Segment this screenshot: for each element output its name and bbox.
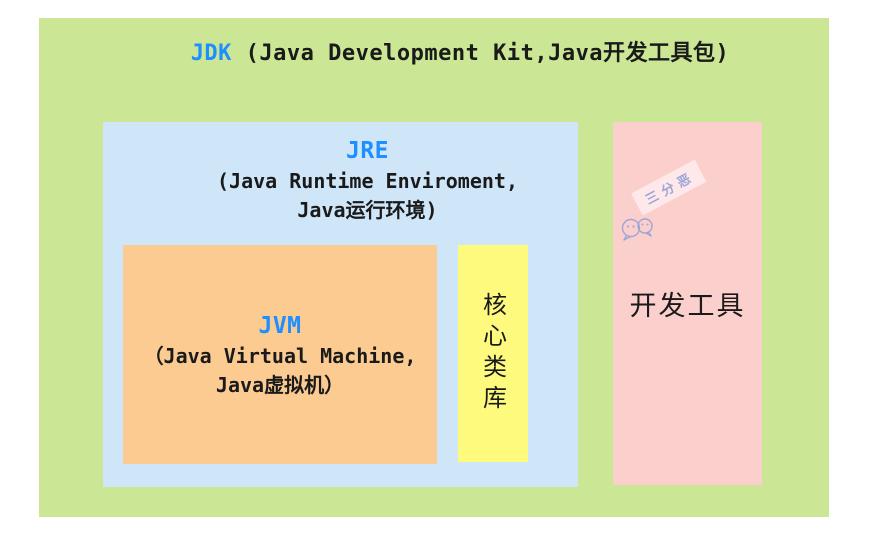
dev-tools-label: 开发工具	[629, 291, 746, 322]
jre-label: JRE	[345, 138, 390, 164]
jvm-subtitle-line1: （Java Virtual Machine,	[143, 343, 417, 368]
jvm-label: JVM	[258, 312, 302, 339]
jdk-title: JDK (Java Development Kit,Java开发工具包)	[39, 35, 829, 67]
jre-subtitle-line1: (Java Runtime Enviroment,	[216, 169, 519, 193]
watermark-text: 三分恶	[631, 159, 707, 216]
jdk-label: JDK	[190, 41, 232, 66]
jre-subtitle-line2: Java运行环境)	[297, 198, 438, 222]
jdk-subtitle: (Java Development Kit,Java开发工具包)	[231, 41, 730, 66]
core-library-label: 核心类库	[478, 291, 507, 416]
watermark: 三分恶	[613, 122, 762, 262]
jdk-container-box: JDK (Java Development Kit,Java开发工具包) JRE…	[39, 18, 829, 517]
jre-box: JRE (Java Runtime Enviroment, Java运行环境) …	[103, 122, 578, 487]
jre-heading: JRE (Java Runtime Enviroment, Java运行环境)	[130, 122, 605, 225]
core-library-box: 核心类库	[458, 245, 528, 462]
jvm-box: JVM （Java Virtual Machine, Java虚拟机）	[123, 245, 437, 464]
dev-tools-box: 三分恶 开发工具	[613, 122, 762, 485]
jvm-subtitle-line2: Java虚拟机）	[215, 372, 345, 397]
wechat-chat-bubbles-icon	[621, 218, 653, 241]
